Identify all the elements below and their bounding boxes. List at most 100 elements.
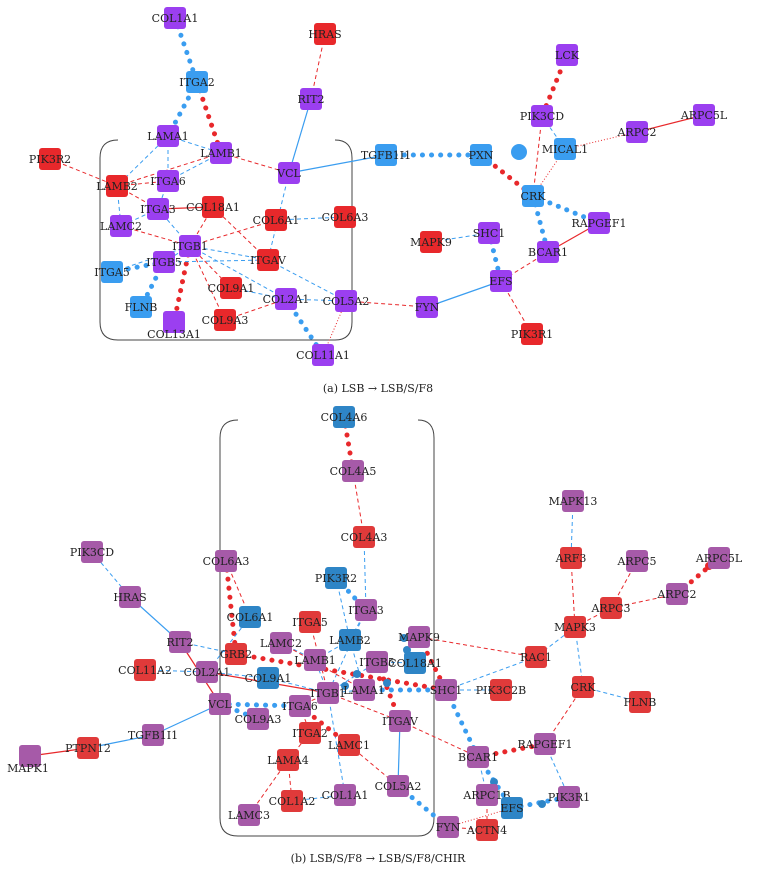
node-col6a3: COL6A3 [322,206,369,228]
node-itga5: ITGA5 [94,261,130,283]
node-label: COL18A1 [186,201,240,214]
node-box [338,734,360,756]
node-box [476,784,498,806]
node-col6a1: COL6A1 [253,209,299,231]
node-box [467,746,489,768]
edge-marker-dot [341,682,349,690]
node-itgb5: ITGB5 [359,651,395,673]
edge-itga2-lamb1 [194,79,224,156]
node-mapk9: MAPK9 [398,626,440,648]
node-bcar1: BCAR1 [528,241,568,263]
node-box [564,616,586,638]
node-box [210,142,232,164]
node-label: COL5A2 [375,780,422,793]
edge-arf3-mapk3 [570,557,576,628]
node-box [666,583,688,605]
node-label: PIK3C2B [476,684,526,697]
node-label: COL9A1 [245,672,292,685]
node-label: LAMB1 [294,654,336,667]
node-box [588,212,610,234]
node-box [215,550,237,572]
edge-vcl-tgfb1i1 [288,154,387,174]
edge-rac1-mapk9 [418,636,537,658]
node-box [339,629,361,651]
node-box [304,649,326,671]
node-box [317,682,339,704]
node-box [353,526,375,548]
node-box [537,241,559,263]
node-box [130,296,152,318]
node-label: COL6A3 [322,211,369,224]
node-label: MAPK9 [398,631,440,644]
node-box [289,695,311,717]
node-label: ITGB5 [359,656,395,669]
node-itga3: ITGA3 [140,198,176,220]
node-label: COL6A1 [227,611,274,624]
node-lamc1: LAMC1 [328,734,370,756]
edge-itgav-bcar1 [399,720,479,758]
node-box [389,710,411,732]
node-box [353,679,375,701]
edge-itgb1-col13a1 [171,243,193,325]
node-label: LAMB2 [96,180,138,193]
node-lck: LCK [555,44,580,66]
node-col5a2: COL5A2 [323,290,369,312]
node-rit2: RIT2 [298,88,325,110]
node-pik3cd: PIK3CD [520,105,564,127]
node-itgb5: ITGB5 [146,251,182,273]
edge-lamc2-lama1 [280,642,365,691]
edge-efs-fyn [447,807,513,828]
node-label: ITGA5 [292,616,327,629]
node-col9a1: COL9A1 [245,667,292,689]
node-box [247,708,269,730]
node-label: RIT2 [298,93,325,106]
edge-crk-rapgef1 [530,193,602,226]
node-pxn: PXN [469,144,494,166]
node-label: COL11A2 [118,664,172,677]
node-box [708,547,730,569]
node-label: RAPGEF1 [517,738,572,751]
node-itga5: ITGA5 [292,611,328,633]
node-col1a2: COL1A2 [269,790,315,812]
node-col6a3: COL6A3 [203,550,249,572]
node-tgfb1i1: TGFB1I1 [361,144,411,166]
edge-grb2-shc1 [233,651,449,693]
node-label: MAPK3 [554,621,596,634]
node-fyn: FYN [436,816,461,838]
node-itga6: ITGA6 [150,170,186,192]
node-col2a1: COL2A1 [263,288,309,310]
node-crk: CRK [521,185,546,207]
node-col18a1: COL18A1 [186,196,240,218]
node-mapk1: MAPK1 [7,745,49,775]
edge-lamb1-vcl [220,152,290,174]
node-label: MICAL1 [542,143,588,156]
node-label: COL2A1 [184,666,231,679]
node-pik3r2: PIK3R2 [29,148,71,170]
edge-itgb1-col1a1 [327,692,346,796]
node-label: COL4A3 [341,531,388,544]
node-label: ARPC5L [680,109,728,122]
node-label: RAPGEF1 [571,217,626,230]
edge-vcl-tgfb1i1 [152,703,221,736]
node-box [325,567,347,589]
edge-arpc5l-arpc2 [636,114,705,133]
node-hras: HRAS [308,23,342,45]
panel-b-module-frame [219,419,435,837]
node-box [531,105,553,127]
node-box [387,775,409,797]
edge-lamc2-itgb1 [120,225,191,247]
node-mapk9: MAPK9 [410,231,452,253]
node-box [572,676,594,698]
node-itga2: ITGA2 [292,722,328,744]
node-mapk3: MAPK3 [554,616,596,638]
edge-col6a1-col6a3 [275,216,346,221]
node-box [300,88,322,110]
node-box [299,611,321,633]
node-box [554,138,576,160]
node-label: VCL [276,167,301,180]
node-label: LAMA1 [147,130,188,143]
node-col13a1: COL13A1 [147,311,201,341]
node-lama4: LAMA4 [267,749,309,771]
node-label: HRAS [113,591,146,604]
